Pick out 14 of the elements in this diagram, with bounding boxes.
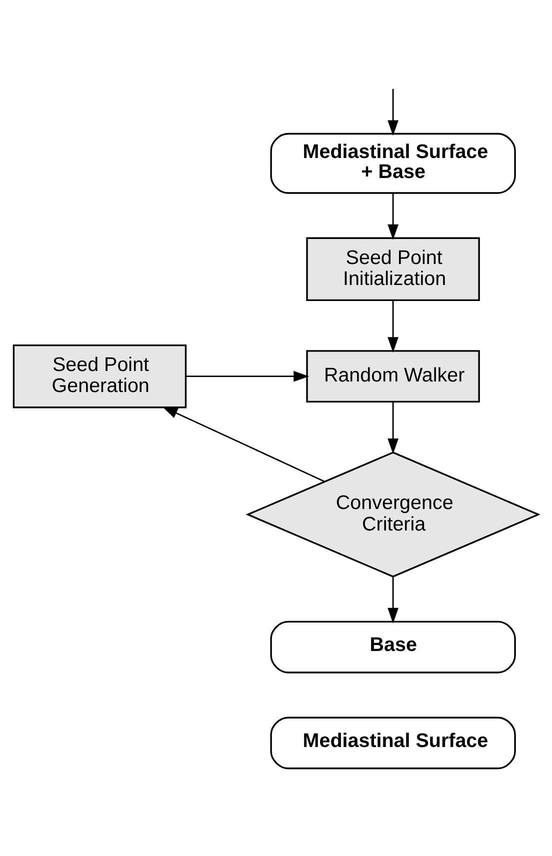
- node-box: Seed Point Initialization: [306, 237, 480, 302]
- arrow: [388, 193, 398, 240]
- node-diamond: Convergence Criteria: [246, 452, 540, 578]
- node-box: Base: [270, 620, 516, 674]
- node-box: Random Walker: [306, 350, 480, 403]
- arrow: [388, 576, 398, 624]
- arrow: [388, 402, 398, 454]
- node-box: Mediastinal Surface + Base: [270, 132, 516, 194]
- arrow: [388, 300, 398, 353]
- arrow: [388, 88, 398, 136]
- arrow: [186, 370, 310, 382]
- node-box: Seed Point Generation: [12, 344, 187, 408]
- arrow: [162, 406, 326, 482]
- node-box: Mediastinal Surface: [270, 716, 516, 770]
